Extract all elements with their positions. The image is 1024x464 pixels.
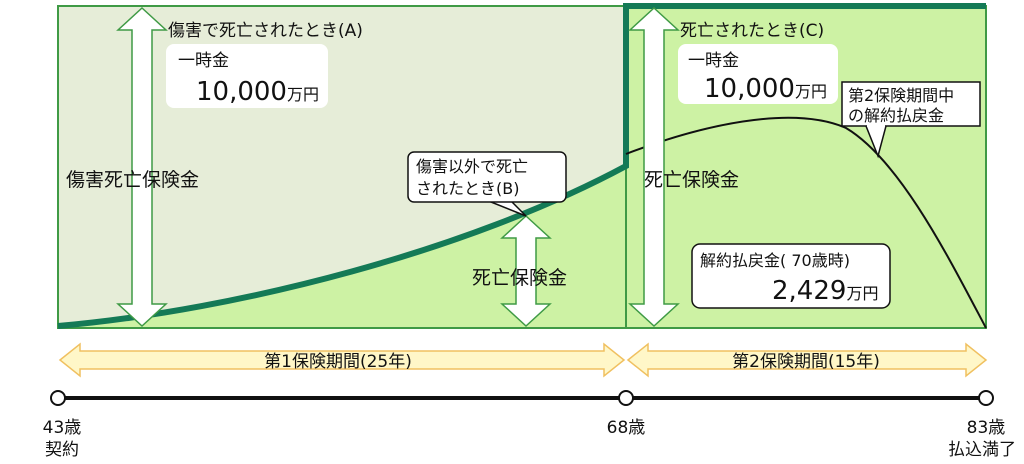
mid-age: 68歳 (607, 418, 646, 438)
start-age: 43歳 (43, 418, 82, 438)
lump-sum-box-c (678, 44, 838, 104)
lump-sum-amount-c: 10,000万円 (704, 74, 827, 104)
surrender-value-curve (625, 116, 987, 329)
lump-sum-label-c: 一時金 (688, 51, 739, 71)
death-benefit-label-mid: 死亡保険金 (472, 267, 567, 289)
injury-death-benefit-label: 傷害死亡保険金 (66, 169, 199, 191)
period-1-range-arrow (58, 342, 626, 378)
timeline-mid-node (618, 390, 634, 406)
period-2-label: 第2保険期間(15年) (732, 352, 880, 372)
surrender-callout-line2: の解約払戻金 (848, 106, 944, 125)
surrender-callout-line1: 第2保険期間中 (848, 86, 954, 105)
injury-death-arrow (116, 6, 168, 328)
surrender-callout-pointer (865, 125, 887, 159)
lump-sum-box-a (166, 44, 328, 108)
case-b-line2: されたとき(B) (416, 179, 519, 198)
period-2-range-arrow (626, 342, 988, 378)
surrender-box-label: 解約払戻金( 70歳時) (700, 251, 850, 270)
case-b-callout (407, 151, 567, 203)
timeline-end-node (978, 390, 994, 406)
period-1-label: 第1保険期間(25年) (264, 352, 412, 372)
surrender-callout (841, 81, 981, 127)
death-benefit-arrow-mid (500, 214, 552, 328)
lump-sum-amount-a: 10,000万円 (196, 77, 319, 107)
lump-sum-label-a: 一時金 (178, 51, 229, 71)
start-label: 契約 (45, 440, 79, 460)
death-benefit-arrow-right (628, 6, 680, 328)
end-label: 払込満了 (948, 440, 1016, 460)
case-a-title: 傷害で死亡されたとき(A) (168, 21, 363, 41)
death-benefit-label-right: 死亡保険金 (644, 169, 739, 191)
case-b-line1: 傷害以外で死亡 (416, 157, 528, 176)
surrender-value-box (691, 243, 891, 309)
timeline-start-node (50, 390, 66, 406)
case-c-title: 死亡されたとき(C) (680, 21, 824, 41)
end-age: 83歳 (967, 418, 1006, 438)
surrender-box-amount: 2,429万円 (772, 276, 878, 306)
